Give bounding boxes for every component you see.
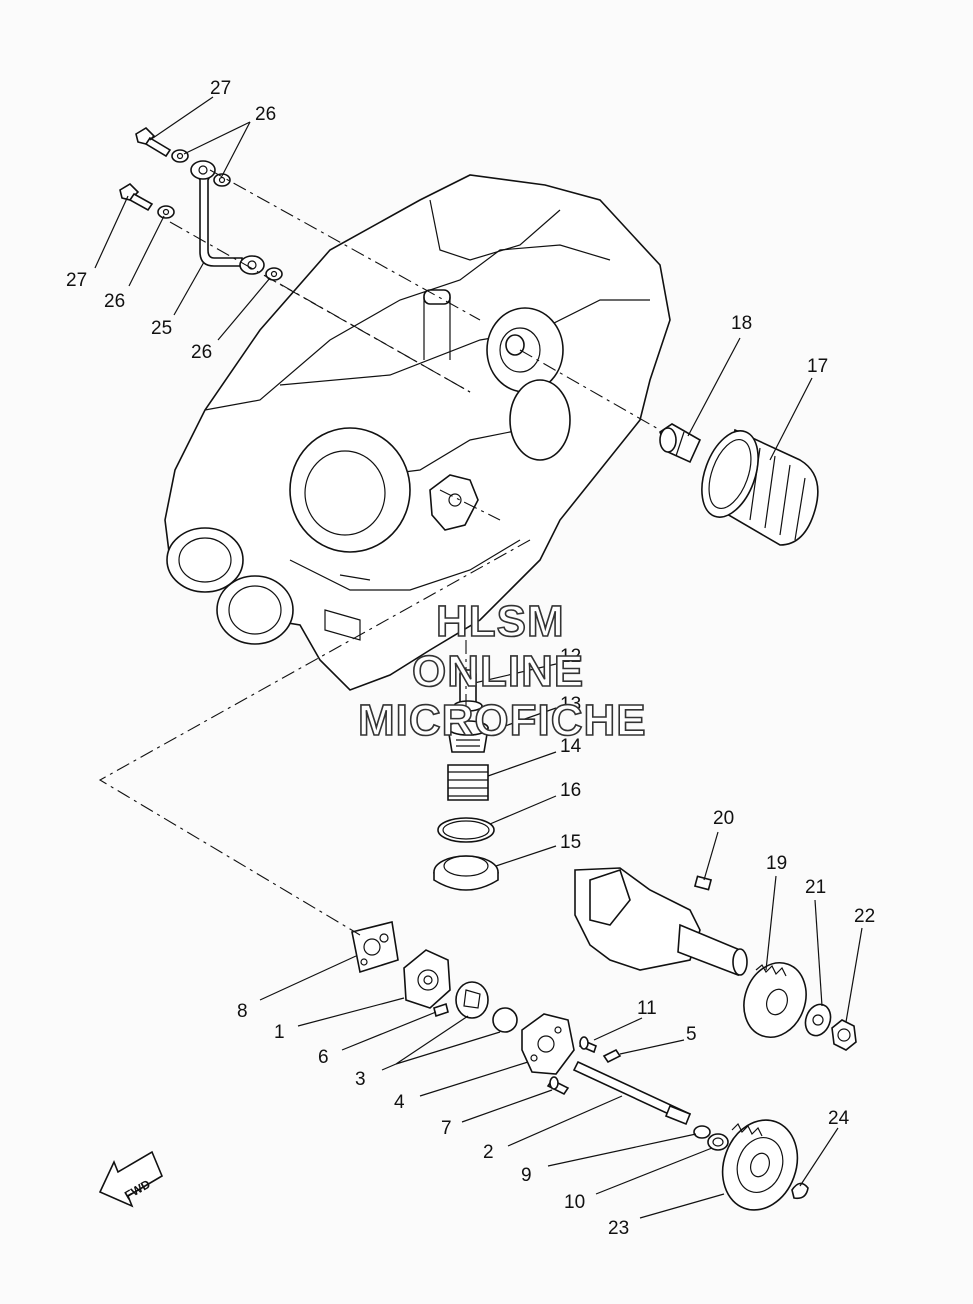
circlip-10 bbox=[707, 1133, 729, 1151]
watermark-line-2: ONLINE bbox=[412, 647, 584, 696]
callout-6: 6 bbox=[318, 1047, 329, 1068]
assembly-center-lines bbox=[98, 169, 661, 936]
pump-shaft-2 bbox=[572, 1060, 692, 1126]
oil-delivery-pipe bbox=[190, 160, 265, 275]
pump-housing-4 bbox=[521, 1013, 575, 1075]
drive-gear-19 bbox=[743, 962, 807, 1038]
watermark: HLSM ONLINE MICROFICHE bbox=[357, 596, 647, 746]
pump-gasket-8 bbox=[351, 921, 399, 974]
callout-21: 21 bbox=[805, 877, 826, 898]
callout-10: 10 bbox=[564, 1192, 585, 1213]
washer-9 bbox=[693, 1125, 711, 1139]
callout-14: 14 bbox=[560, 736, 582, 757]
callout-5: 5 bbox=[686, 1024, 697, 1045]
copper-washers bbox=[157, 149, 283, 281]
callout-16: 16 bbox=[560, 780, 581, 801]
callout-27-top: 27 bbox=[210, 78, 231, 99]
pump-cover-1 bbox=[403, 949, 451, 1009]
callout-19: 19 bbox=[766, 853, 787, 874]
callout-4: 4 bbox=[394, 1092, 405, 1113]
callout-24: 24 bbox=[828, 1108, 850, 1129]
callout-11: 11 bbox=[637, 998, 657, 1019]
callout-9: 9 bbox=[521, 1165, 532, 1186]
crankcase bbox=[164, 174, 671, 691]
filter-union-bolt bbox=[659, 423, 702, 464]
callout-1: 1 bbox=[274, 1022, 285, 1043]
callout-26-left: 26 bbox=[104, 291, 125, 312]
callout-15: 15 bbox=[560, 832, 581, 853]
oil-filter-cartridge bbox=[701, 428, 819, 546]
watermark-line-1: HLSM bbox=[436, 597, 565, 646]
callout-20: 20 bbox=[713, 808, 734, 829]
pump-driven-gear-23 bbox=[721, 1119, 799, 1211]
callout-7: 7 bbox=[441, 1118, 452, 1139]
banjo-bolt-upper bbox=[135, 126, 172, 158]
callout-leaders bbox=[94, 96, 863, 1219]
fwd-arrow-icon: FWD bbox=[98, 1150, 164, 1208]
banjo-bolt-lower bbox=[119, 182, 154, 212]
callout-26-top: 26 bbox=[255, 104, 276, 125]
callout-3: 3 bbox=[355, 1069, 366, 1090]
callout-23: 23 bbox=[608, 1218, 629, 1239]
callout-8: 8 bbox=[237, 1001, 248, 1022]
dowel-pin-6 bbox=[433, 1002, 449, 1018]
callout-17: 17 bbox=[807, 356, 828, 377]
pin-5 bbox=[602, 1048, 622, 1064]
callout-27-left: 27 bbox=[66, 270, 87, 291]
circlip-24 bbox=[791, 1182, 809, 1200]
lock-washer-21 bbox=[804, 1003, 832, 1037]
callout-13: 13 bbox=[560, 694, 581, 715]
screw-11 bbox=[579, 1036, 597, 1054]
callout-2: 2 bbox=[483, 1142, 494, 1163]
callout-22: 22 bbox=[854, 906, 875, 927]
watermark-line-3: MICROFICHE bbox=[358, 696, 647, 745]
drive-shaft-housing bbox=[574, 867, 748, 977]
callout-18: 18 bbox=[731, 313, 752, 334]
screw-7 bbox=[546, 1076, 570, 1096]
callout-12: 12 bbox=[560, 646, 581, 667]
callout-26-lower: 26 bbox=[191, 342, 212, 363]
strainer-stack bbox=[433, 669, 499, 891]
pump-rotors-3 bbox=[455, 981, 518, 1033]
callout-numbers: 27 26 27 26 25 26 18 17 12 13 14 16 15 2… bbox=[66, 78, 875, 1239]
callout-25: 25 bbox=[151, 318, 172, 339]
nut-22 bbox=[831, 1019, 857, 1051]
